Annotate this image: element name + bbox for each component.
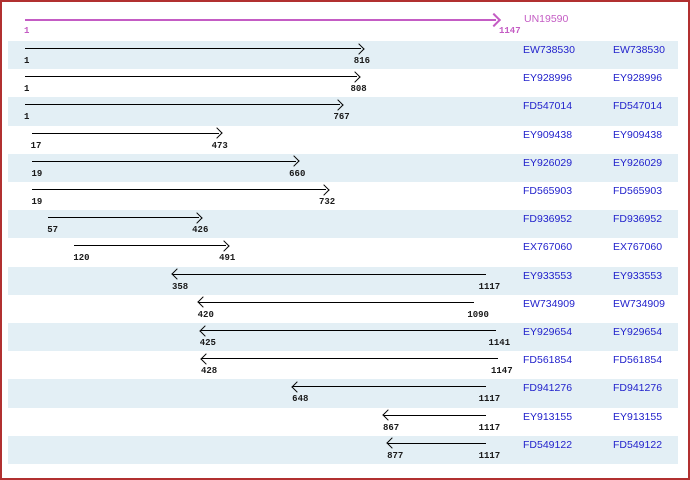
accession-link-primary[interactable]: EW738530 bbox=[523, 44, 575, 56]
row-stripe bbox=[8, 97, 678, 126]
accession-link-secondary[interactable]: EY933553 bbox=[613, 269, 663, 282]
row-stripe bbox=[8, 351, 678, 379]
reference-end-coordinate: 1147 bbox=[499, 26, 521, 36]
alignment-arrow[interactable] bbox=[201, 358, 498, 360]
accession-link-primary[interactable]: FD547014 bbox=[523, 100, 573, 113]
alignment-arrow[interactable] bbox=[25, 76, 358, 78]
reference-arrow-head-icon bbox=[486, 12, 502, 28]
row-stripe bbox=[8, 238, 678, 266]
end-coordinate: 473 bbox=[211, 140, 228, 151]
row-stripe bbox=[8, 182, 678, 210]
alignment-arrow[interactable] bbox=[32, 160, 297, 162]
start-coordinate: 428 bbox=[200, 366, 218, 377]
alignment-arrow[interactable] bbox=[25, 104, 341, 106]
accession-link-primary[interactable]: FD565903 bbox=[523, 185, 573, 197]
row-stripe bbox=[8, 435, 678, 464]
alignment-arrow[interactable] bbox=[198, 301, 475, 303]
end-coordinate: 1090 bbox=[467, 309, 489, 320]
accession-link-primary[interactable]: EW734909 bbox=[523, 297, 575, 310]
alignment-arrow[interactable] bbox=[25, 48, 361, 49]
start-coordinate: 648 bbox=[292, 394, 309, 405]
accession-link-primary[interactable]: EY933553 bbox=[523, 269, 573, 282]
accession-link-primary[interactable]: EX767060 bbox=[523, 241, 573, 254]
end-coordinate: 1117 bbox=[478, 450, 501, 461]
alignment-arrow[interactable] bbox=[200, 330, 496, 331]
accession-link-primary[interactable]: FD549122 bbox=[523, 438, 573, 451]
start-coordinate: 1 bbox=[24, 112, 30, 123]
row-stripe bbox=[8, 210, 678, 239]
start-coordinate: 19 bbox=[31, 168, 43, 179]
start-coordinate: 19 bbox=[31, 197, 43, 207]
start-coordinate: 425 bbox=[199, 338, 216, 348]
start-coordinate: 420 bbox=[197, 309, 214, 320]
alignment-arrow[interactable] bbox=[32, 189, 326, 190]
accession-link-secondary[interactable]: EY929654 bbox=[613, 326, 663, 338]
accession-link-secondary[interactable]: EY928996 bbox=[613, 72, 663, 85]
accession-link-secondary[interactable]: EY909438 bbox=[613, 128, 663, 141]
accession-link-secondary[interactable]: EW738530 bbox=[613, 44, 665, 56]
accession-link-secondary[interactable]: FD565903 bbox=[613, 185, 663, 197]
alignment-arrow[interactable] bbox=[388, 442, 486, 444]
alignment-arrow[interactable] bbox=[172, 273, 486, 275]
alignment-arrow[interactable] bbox=[383, 414, 486, 416]
accession-link-secondary[interactable]: EX767060 bbox=[613, 241, 663, 254]
end-coordinate: 1117 bbox=[478, 394, 501, 405]
accession-link-secondary[interactable]: FD941276 bbox=[613, 382, 663, 395]
row-stripe bbox=[8, 266, 678, 295]
reference-start-coordinate: 1 bbox=[24, 26, 30, 36]
reference-label: UN19590 bbox=[524, 13, 569, 25]
accession-link-secondary[interactable]: EW734909 bbox=[613, 297, 665, 310]
row-stripe bbox=[8, 379, 678, 408]
accession-link-primary[interactable]: FD941276 bbox=[523, 382, 573, 395]
start-coordinate: 57 bbox=[47, 225, 59, 236]
accession-link-secondary[interactable]: EY926029 bbox=[613, 156, 663, 169]
end-coordinate: 808 bbox=[350, 84, 367, 95]
row-stripe bbox=[8, 408, 678, 436]
start-coordinate: 358 bbox=[171, 281, 189, 292]
end-coordinate: 767 bbox=[333, 112, 350, 123]
end-coordinate: 426 bbox=[192, 225, 209, 236]
accession-link-primary[interactable]: FD936952 bbox=[523, 213, 573, 226]
accession-link-primary[interactable]: EY929654 bbox=[523, 326, 573, 338]
end-coordinate: 1147 bbox=[491, 366, 513, 377]
accession-link-primary[interactable]: EY926029 bbox=[523, 156, 573, 169]
accession-link-primary[interactable]: FD561854 bbox=[523, 354, 573, 367]
row-stripe bbox=[8, 126, 678, 154]
accession-link-secondary[interactable]: FD547014 bbox=[613, 100, 663, 113]
alignment-arrow[interactable] bbox=[293, 386, 486, 388]
accession-link-primary[interactable]: EY928996 bbox=[523, 72, 573, 85]
end-coordinate: 816 bbox=[353, 56, 370, 66]
reference-arrow[interactable] bbox=[25, 19, 496, 21]
start-coordinate: 877 bbox=[387, 450, 404, 461]
start-coordinate: 120 bbox=[73, 253, 90, 264]
start-coordinate: 867 bbox=[382, 422, 400, 433]
start-coordinate: 17 bbox=[30, 140, 42, 151]
start-coordinate: 1 bbox=[24, 84, 30, 95]
row-stripe bbox=[8, 323, 678, 352]
end-coordinate: 1117 bbox=[478, 281, 501, 292]
alignment-arrow[interactable] bbox=[31, 132, 219, 134]
accession-link-primary[interactable]: EY913155 bbox=[523, 410, 573, 423]
end-coordinate: 491 bbox=[219, 253, 236, 264]
row-stripe bbox=[8, 153, 678, 182]
end-coordinate: 732 bbox=[318, 197, 336, 207]
start-coordinate: 1 bbox=[24, 56, 30, 66]
accession-link-secondary[interactable]: FD936952 bbox=[613, 213, 663, 226]
accession-link-secondary[interactable]: FD561854 bbox=[613, 354, 663, 367]
end-coordinate: 660 bbox=[289, 168, 306, 179]
accession-link-primary[interactable]: EY909438 bbox=[523, 128, 573, 141]
accession-link-secondary[interactable]: EY913155 bbox=[613, 410, 663, 423]
alignment-arrow[interactable] bbox=[48, 217, 200, 219]
accession-link-secondary[interactable]: FD549122 bbox=[613, 438, 663, 451]
end-coordinate: 1117 bbox=[478, 422, 501, 433]
row-stripe bbox=[8, 69, 678, 97]
alignment-arrow[interactable] bbox=[74, 245, 227, 247]
end-coordinate: 1141 bbox=[488, 338, 511, 348]
row-stripe bbox=[8, 295, 678, 323]
row-stripe bbox=[8, 41, 678, 70]
